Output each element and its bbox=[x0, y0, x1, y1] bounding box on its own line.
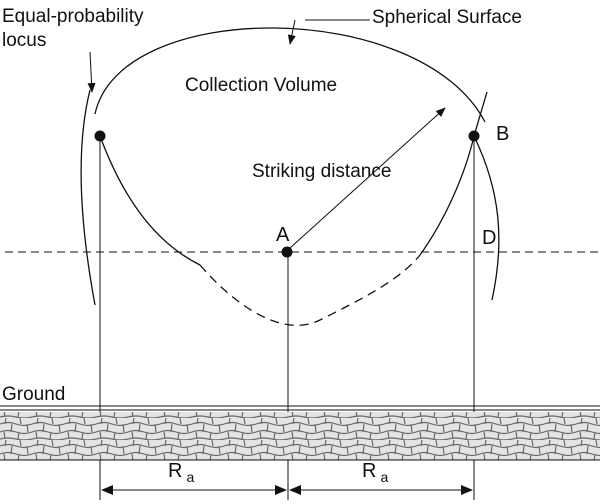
locus-pointer bbox=[87, 51, 96, 93]
spherical-surface-label: Spherical Surface bbox=[372, 7, 522, 28]
point-a bbox=[281, 246, 293, 258]
collection-volume-right bbox=[419, 135, 475, 256]
ra-left-arrow-left bbox=[101, 485, 113, 495]
point-b bbox=[468, 130, 480, 142]
ra-right-arrow-left bbox=[289, 485, 301, 495]
collection-volume-left bbox=[99, 135, 201, 266]
ra-left-arrow-right bbox=[275, 485, 287, 495]
ra-right-arrow-right bbox=[461, 485, 473, 495]
equal-probability-label-line2: locus bbox=[2, 30, 46, 51]
point-b-label: B bbox=[496, 123, 509, 145]
point-left-intersection bbox=[94, 130, 106, 142]
spherical-surface-arc bbox=[94, 27, 486, 123]
striking-distance-arrow bbox=[289, 107, 446, 249]
spherical-surface-pointer-drop bbox=[287, 19, 296, 45]
point-d-label: D bbox=[482, 227, 496, 249]
collection-volume-dashed bbox=[199, 254, 421, 326]
striking-distance-label: Striking distance bbox=[252, 161, 391, 182]
left-locus-line bbox=[80, 89, 96, 306]
ground-label: Ground bbox=[2, 384, 65, 405]
point-a-label: A bbox=[276, 224, 290, 246]
right-sphere-arc bbox=[473, 135, 500, 301]
equal-probability-label-line1: Equal-probability bbox=[2, 6, 144, 27]
ground-stones bbox=[0, 412, 600, 460]
collection-volume-label: Collection Volume bbox=[185, 75, 337, 96]
right-locus-line bbox=[473, 91, 488, 137]
